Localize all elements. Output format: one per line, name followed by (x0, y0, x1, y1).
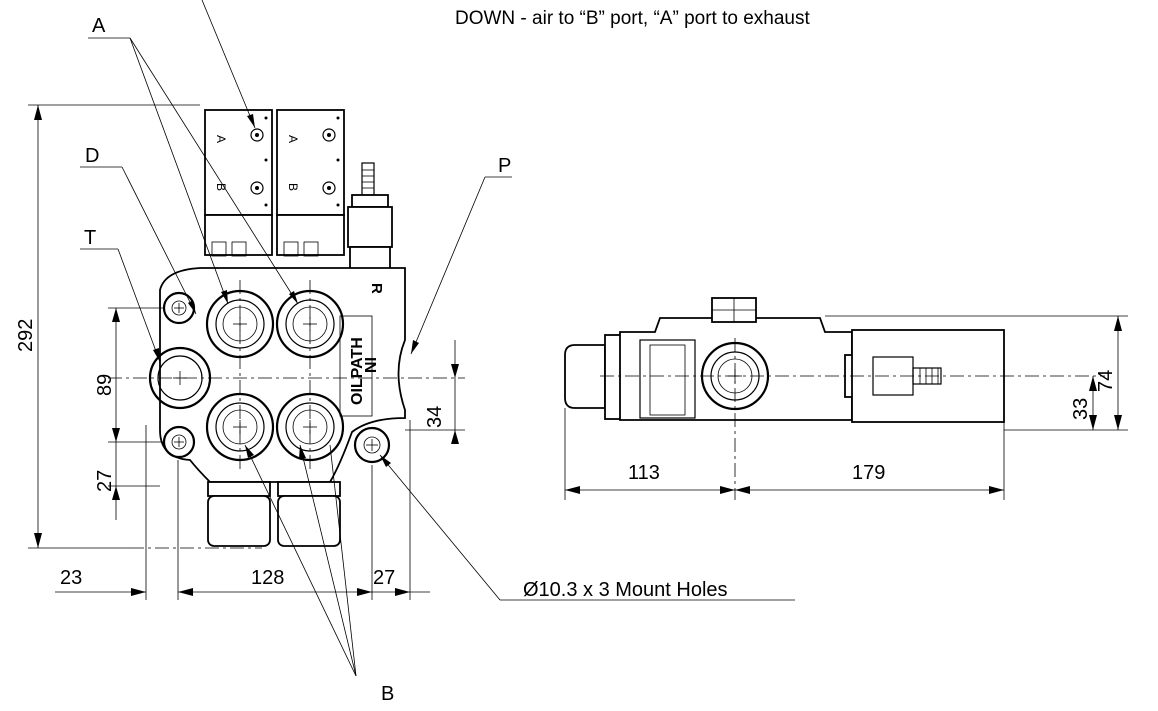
header-note: DOWN - air to “B” port, “A” port to exha… (455, 8, 810, 29)
dim-right-margin: 27 (373, 567, 395, 589)
bottom-cap-left (207, 481, 271, 497)
coil-label-b-right: B (286, 183, 300, 191)
callout-p: P (498, 155, 511, 177)
coil-label-a-left: A (214, 135, 228, 143)
dim-lower-offset: 27 (94, 470, 116, 492)
dim-overall-height: 292 (15, 319, 37, 352)
side-valve-body (619, 317, 853, 421)
callout-t: T (84, 227, 96, 249)
valve-body (159, 267, 406, 483)
side-end-cap (564, 344, 606, 409)
inlet-mark: IN (361, 357, 378, 373)
callout-a: A (92, 15, 106, 37)
dim-hole-spacing: 128 (251, 567, 284, 589)
front-dimensions: 292 89 27 34 23 128 27 (15, 104, 465, 600)
side-dimensions: 113 179 74 33 (564, 315, 1128, 500)
dim-left-margin: 23 (60, 567, 82, 589)
dim-side-left: 113 (628, 462, 660, 484)
solenoid-coil-left: A B (204, 109, 273, 257)
side-view (564, 297, 1105, 500)
dim-port-spacing: 89 (94, 374, 116, 396)
callouts: A D T P B Ø10.3 x 3 Mount Holes (80, 0, 795, 705)
brand-mark: OILPATH (349, 337, 366, 405)
mount-hole-right (353, 426, 391, 464)
callout-d: D (85, 145, 99, 167)
brand-plate (339, 315, 373, 417)
dim-side-right: 179 (852, 462, 885, 484)
dim-side-height: 74 (1095, 370, 1117, 392)
coil-label-a-right: A (286, 135, 300, 143)
dim-center-offset: 34 (424, 406, 446, 428)
callout-b: B (381, 683, 394, 705)
callout-mount-holes: Ø10.3 x 3 Mount Holes (523, 579, 728, 601)
coil-label-b-left: B (214, 183, 228, 191)
front-view: A B A B (108, 109, 465, 549)
relief-valve (347, 162, 393, 270)
dim-side-center: 33 (1070, 398, 1092, 420)
solenoid-coil-right: A B (276, 109, 345, 257)
bottom-cap-right (277, 481, 341, 497)
relief-mark: R (368, 283, 385, 294)
